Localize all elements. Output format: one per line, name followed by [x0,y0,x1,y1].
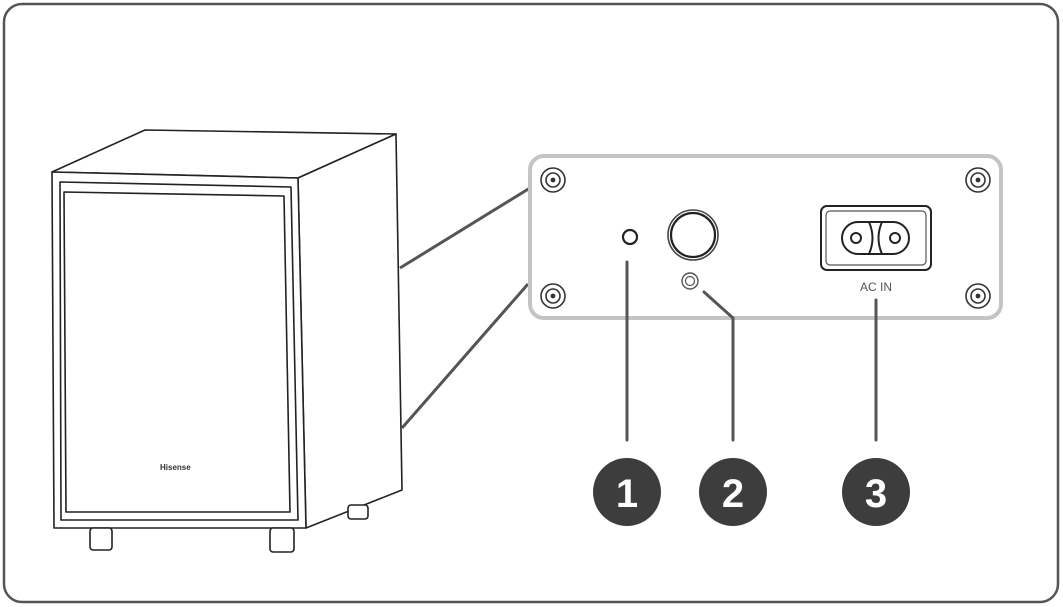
ac-in-socket-frame [820,205,932,271]
callout-2: 2 [699,458,767,526]
leader-lines [625,260,878,442]
callout-number: 2 [722,472,744,516]
cabinet-foot [347,504,369,520]
ac-in-socket-inner [825,210,927,266]
callout-1: 1 [593,458,661,526]
callout-badge [593,458,661,526]
panel-screws [540,167,991,309]
speaker-grille [63,191,291,513]
subwoofer-cabinet [51,129,403,553]
rear-panel-detail: AC IN [528,154,1003,320]
callout-number: 1 [616,472,638,516]
ac-in-socket-outlet[interactable] [841,221,910,255]
leader-line-2 [702,290,735,442]
ac-in-pin [889,232,901,244]
cabinet-foot [269,527,295,553]
zoom-connector-lines [399,186,531,429]
cabinet-front-bevel [59,181,299,521]
ac-in-pin [850,232,862,244]
callout-3: 3 [842,458,910,526]
callout-badge [699,458,767,526]
cabinet-side [297,133,403,529]
pair-button[interactable] [669,211,717,259]
rear-panel-outline [528,154,1003,320]
ac-in-label: AC IN [860,280,892,294]
callout-badge [842,458,910,526]
callout-number: 3 [865,472,887,516]
cabinet-front [51,171,307,529]
brand-logo: Hisense [160,463,191,472]
cabinet-foot [89,527,113,551]
indicator-light [621,228,639,246]
